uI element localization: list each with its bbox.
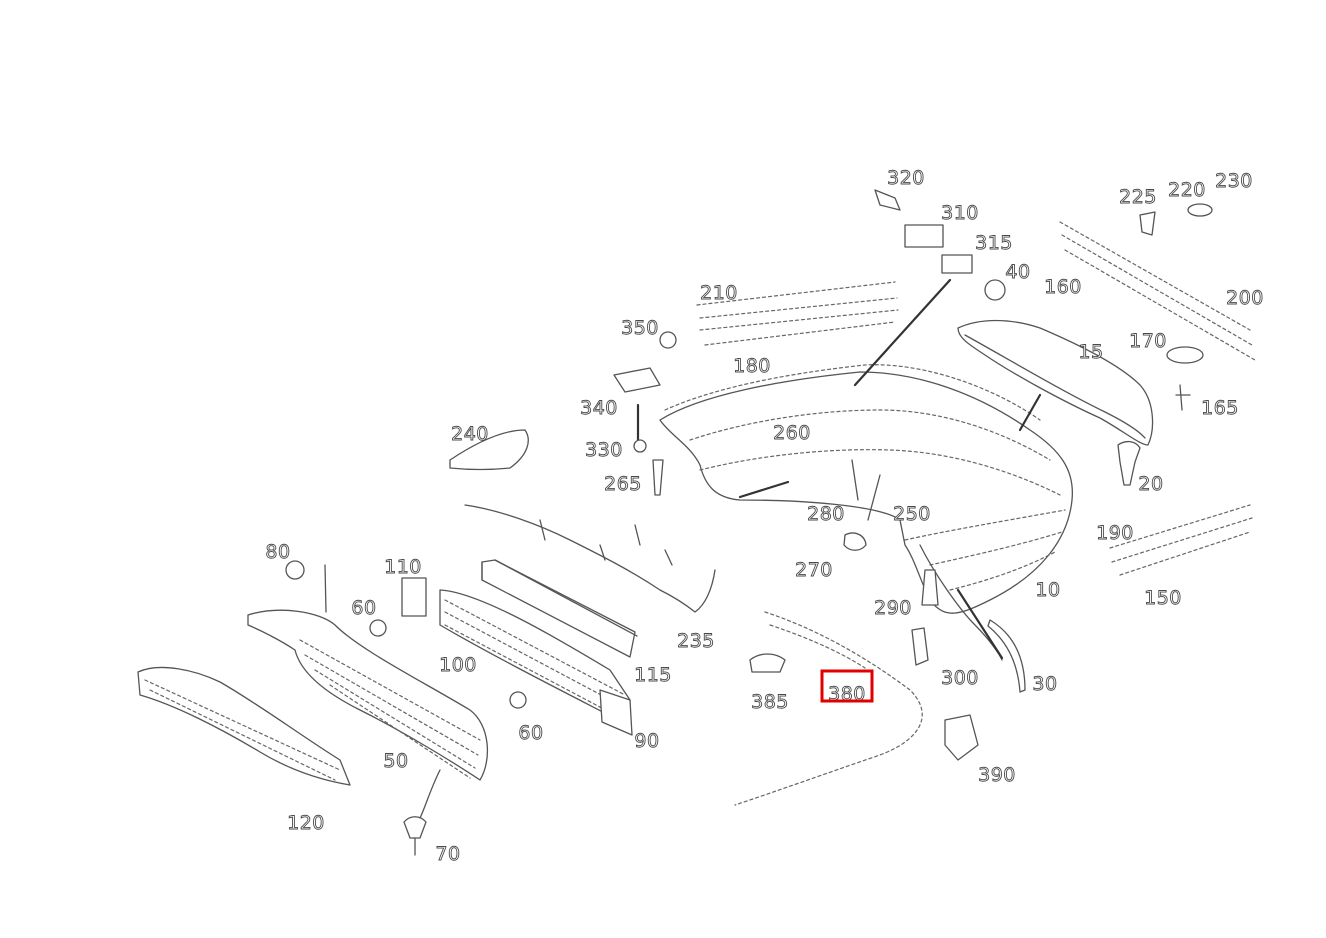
part-label-p280[interactable]: 280	[807, 503, 845, 526]
part-label-p165[interactable]: 165	[1201, 397, 1239, 420]
part-label-p350[interactable]: 350	[621, 317, 659, 340]
part-label-p90[interactable]: 90	[634, 730, 660, 753]
part-label-p390[interactable]: 390	[978, 764, 1016, 787]
part-label-p115[interactable]: 115	[634, 664, 672, 687]
part-label-p120[interactable]: 120	[287, 812, 325, 835]
molding-strip-drawing	[734, 611, 923, 806]
part-label-p30[interactable]: 30	[1032, 673, 1058, 696]
part-label-p340[interactable]: 340	[580, 397, 618, 420]
part-label-p235[interactable]: 235	[677, 630, 715, 653]
part-label-p260[interactable]: 260	[773, 422, 811, 445]
part-label-p200[interactable]: 200	[1226, 287, 1264, 310]
seal-line-drawing	[956, 588, 1004, 660]
hardware-drawings	[285, 189, 1213, 856]
part-label-p220[interactable]: 220	[1168, 179, 1206, 202]
impact-absorber-drawing	[481, 559, 638, 658]
part-label-p190[interactable]: 190	[1096, 522, 1134, 545]
part-label-p310[interactable]: 310	[941, 202, 979, 225]
part-label-p330[interactable]: 330	[585, 439, 623, 462]
lower-trim-drawing	[137, 666, 351, 786]
part-label-p40[interactable]: 40	[1005, 261, 1031, 284]
highlight-callout-box	[820, 669, 874, 703]
part-label-p250[interactable]: 250	[893, 503, 931, 526]
part-label-p110[interactable]: 110	[384, 556, 422, 579]
trim-strips-drawing	[696, 221, 1256, 576]
spoiler-drawing	[957, 319, 1154, 446]
part-label-p290[interactable]: 290	[874, 597, 912, 620]
part-label-p210[interactable]: 210	[700, 282, 738, 305]
part-label-p100[interactable]: 100	[439, 654, 477, 677]
bumper-bar-drawing	[439, 589, 631, 726]
part-label-p150[interactable]: 150	[1144, 587, 1182, 610]
part-label-p180[interactable]: 180	[733, 355, 771, 378]
wiring-harness-drawing	[464, 504, 716, 613]
part-label-p385[interactable]: 385	[751, 691, 789, 714]
part-label-p15[interactable]: 15	[1078, 341, 1104, 364]
part-label-p240[interactable]: 240	[451, 423, 489, 446]
part-label-p20[interactable]: 20	[1138, 473, 1164, 496]
bumper-cover-drawing	[659, 364, 1074, 661]
part-label-p270[interactable]: 270	[795, 559, 833, 582]
part-label-p225[interactable]: 225	[1119, 186, 1157, 209]
seal-strip-drawing	[987, 619, 1026, 693]
part-label-p320[interactable]: 320	[887, 167, 925, 190]
part-label-p80[interactable]: 80	[265, 541, 291, 564]
part-label-p50[interactable]: 50	[383, 750, 409, 773]
part-label-p230[interactable]: 230	[1215, 170, 1253, 193]
part-label-p160[interactable]: 160	[1044, 276, 1082, 299]
part-labels: 320 310 315 225 220 230 40 160 200 210 350 180 170 15…	[265, 167, 1264, 866]
part-label-p300[interactable]: 300	[941, 667, 979, 690]
part-label-p315[interactable]: 315	[975, 232, 1013, 255]
part-label-p60a[interactable]: 60	[351, 597, 377, 620]
part-label-p10[interactable]: 10	[1035, 579, 1061, 602]
part-label-p70[interactable]: 70	[435, 843, 461, 866]
antenna-rod-drawing	[853, 278, 952, 387]
part-label-p265[interactable]: 265	[604, 473, 642, 496]
support-bracket-drawing	[247, 609, 489, 781]
part-label-p60b[interactable]: 60	[518, 722, 544, 745]
part-label-p170[interactable]: 170	[1129, 330, 1167, 353]
